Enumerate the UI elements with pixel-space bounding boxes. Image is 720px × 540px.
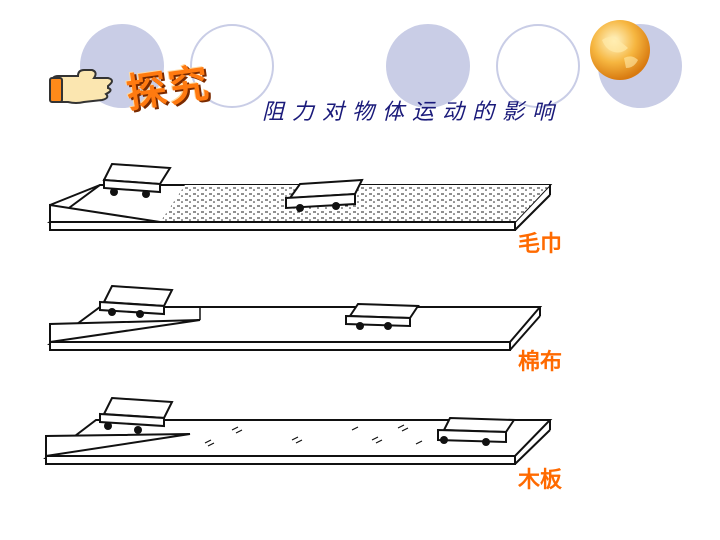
globe-icon <box>590 20 650 80</box>
cotton-ramp-diagram <box>46 284 543 351</box>
surface-label-towel: 毛巾 <box>518 232 563 257</box>
decorative-ring <box>496 24 580 108</box>
wood-grain-marks <box>204 424 423 447</box>
cart-end <box>437 416 516 446</box>
towel-ramp-diagram <box>46 162 553 231</box>
wood-ramp-diagram <box>43 396 553 465</box>
decorative-ring <box>190 24 274 108</box>
cart-start <box>102 162 172 198</box>
board-front <box>45 455 516 465</box>
page-title: 阻力对物体运动的影响 <box>262 100 563 125</box>
ramp-wedge <box>49 203 161 223</box>
ramp-wedge <box>49 319 201 344</box>
cart-end <box>345 302 420 330</box>
cart-start <box>99 284 174 318</box>
cart-start <box>99 396 174 434</box>
pointing-hand-icon <box>49 69 113 104</box>
surface-label-cotton: 棉布 <box>518 350 563 375</box>
header-badge <box>49 69 113 104</box>
board-front <box>49 341 511 351</box>
cart-end <box>285 178 364 212</box>
decorative-circle <box>386 24 470 108</box>
board-front <box>49 221 516 231</box>
surface-label-wood: 木板 <box>518 468 563 493</box>
ramp-wedge <box>45 433 191 458</box>
header-badge-text: 探究 <box>123 60 214 118</box>
